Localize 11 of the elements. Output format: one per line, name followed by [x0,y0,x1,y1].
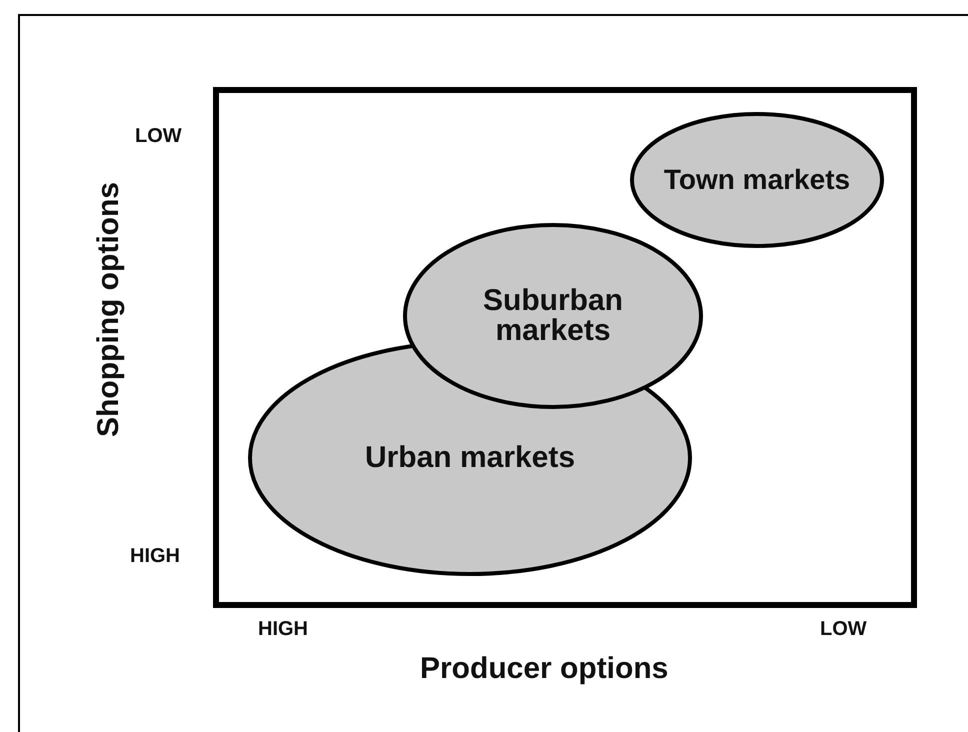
market-label: Urban markets [364,443,576,473]
market-ellipse [403,223,703,409]
axis-tick-label: LOW [820,618,867,641]
axis-tick-label: HIGH [130,545,180,568]
market-label: Town markets [664,166,850,194]
axis-tick-label: HIGH [258,618,308,641]
market-ellipse [630,112,884,248]
axis-title: Shopping options [92,182,126,437]
market-label: Suburban markets [482,286,624,346]
axis-title: Producer options [420,652,668,686]
axis-tick-label: LOW [135,125,182,148]
